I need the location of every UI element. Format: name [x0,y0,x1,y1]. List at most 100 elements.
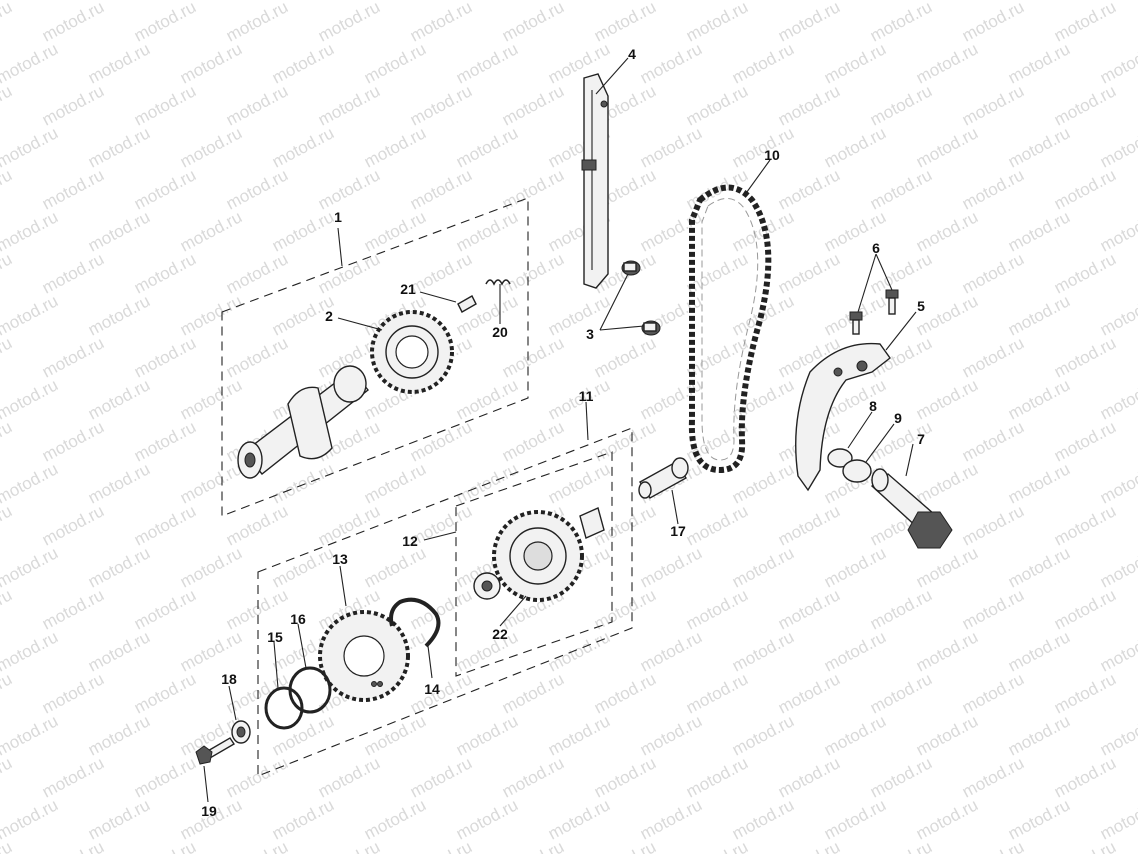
watermark-text: motod.ru [913,795,981,843]
watermark-text: motod.ru [0,81,15,129]
watermark-text: motod.ru [269,459,337,507]
watermark-text: motod.ru [453,207,521,255]
watermark-text: motod.ru [85,795,153,843]
leader-lines [203,57,917,803]
watermark-text: motod.ru [821,627,889,675]
watermark-text: motod.ru [361,711,429,759]
gear-part-13 [318,610,410,702]
cam-sprocket-part-2 [370,310,454,394]
callout-19: 19 [201,803,217,819]
watermark-text: motod.ru [637,39,705,87]
o-ring-part-8 [827,448,853,468]
watermark-text: motod.ru [729,543,797,591]
watermark-text: motod.ru [0,207,61,255]
watermark-text: motod.ru [545,291,613,339]
timing-chain-part-10 [688,184,772,474]
watermark-text: motod.ru [867,753,935,801]
watermark-text: motod.ru [729,39,797,87]
watermark-text: motod.ru [729,123,797,171]
watermark-text: motod.ru [131,585,199,633]
watermark-text: motod.ru [499,249,567,297]
watermark-text: motod.ru [1005,39,1073,87]
callout-4: 4 [628,46,636,62]
watermark-text: motod.ru [85,627,153,675]
watermark-text: motod.ru [177,627,245,675]
watermark-text: motod.ru [913,543,981,591]
watermark-text: motod.ru [775,669,843,717]
watermark-text: motod.ru [453,711,521,759]
watermark-text: motod.ru [821,711,889,759]
watermark-text: motod.ru [913,375,981,423]
watermark-text: motod.ru [39,837,107,854]
watermark-text: motod.ru [729,459,797,507]
watermark-text: motod.ru [1005,375,1073,423]
watermark-text: motod.ru [39,81,107,129]
chain-guide-part-4 [581,73,609,289]
group-box-11 [257,427,633,777]
watermark-text: motod.ru [1097,123,1138,171]
callout-9: 9 [894,410,902,426]
watermark-text: motod.ru [223,333,291,381]
callouts: 1 2 3 4 5 6 7 8 9 10 11 12 13 14 15 16 1… [201,46,925,819]
watermark-text: motod.ru [177,291,245,339]
watermark-text: motod.ru [39,585,107,633]
watermark-text: motod.ru [729,711,797,759]
watermark-text: motod.ru [177,375,245,423]
watermark-text: motod.ru [683,585,751,633]
callout-15: 15 [267,629,283,645]
watermark-text: motod.ru [959,165,1027,213]
watermark-text: motod.ru [361,459,429,507]
watermark-text: motod.ru [545,711,613,759]
callout-14: 14 [424,681,440,697]
callout-5: 5 [917,298,925,314]
watermark-text: motod.ru [1005,459,1073,507]
watermark-text: motod.ru [959,669,1027,717]
watermark-text: motod.ru [729,795,797,843]
watermark-text: motod.ru [315,753,383,801]
bolt-part-6-left [849,311,863,335]
watermark-text: motod.ru [545,459,613,507]
watermark-text: motod.ru [775,501,843,549]
watermark-text: motod.ru [1005,795,1073,843]
watermark-text: motod.ru [683,501,751,549]
callout-13: 13 [332,551,348,567]
watermark-text: motod.ru [407,585,475,633]
watermark-text: motod.ru [1051,249,1119,297]
watermark-text: motod.ru [85,39,153,87]
watermark-text: motod.ru [177,543,245,591]
callout-22: 22 [492,626,508,642]
watermark-text: motod.ru [0,585,15,633]
ring-part-16 [288,666,332,714]
watermark-text: motod.ru [0,291,61,339]
watermark-text: motod.ru [1051,837,1119,854]
watermark-text: motod.ru [683,81,751,129]
watermark-text: motod.ru [1097,291,1138,339]
watermark-text: motod.ru [913,207,981,255]
watermark-text: motod.ru [0,627,61,675]
watermark-text: motod.ru [269,711,337,759]
watermark-text: motod.ru [1097,207,1138,255]
watermark-text: motod.ru [453,123,521,171]
watermark-text: motod.ru [315,81,383,129]
watermark-text: motod.ru [1051,501,1119,549]
watermark-text: motod.ru [0,123,61,171]
watermark-text: motod.ru [453,39,521,87]
watermark-text: motod.ru [545,39,613,87]
watermark-text: motod.ru [959,81,1027,129]
watermark-text: motod.ru [361,207,429,255]
washer-part-18 [231,720,251,744]
watermark-text: motod.ru [867,81,935,129]
watermark-text: motod.ru [1097,795,1138,843]
group-box-12 [455,451,613,677]
callout-8: 8 [869,398,877,414]
watermark-text: motod.ru [1005,711,1073,759]
watermark-text: motod.ru [637,711,705,759]
watermark-text: motod.ru [131,669,199,717]
watermark-text: motod.ru [315,0,383,46]
watermark-text: motod.ru [959,585,1027,633]
watermark-text: motod.ru [775,165,843,213]
watermark-text: motod.ru [591,837,659,854]
watermark-text: motod.ru [1051,333,1119,381]
watermark-text: motod.ru [959,333,1027,381]
